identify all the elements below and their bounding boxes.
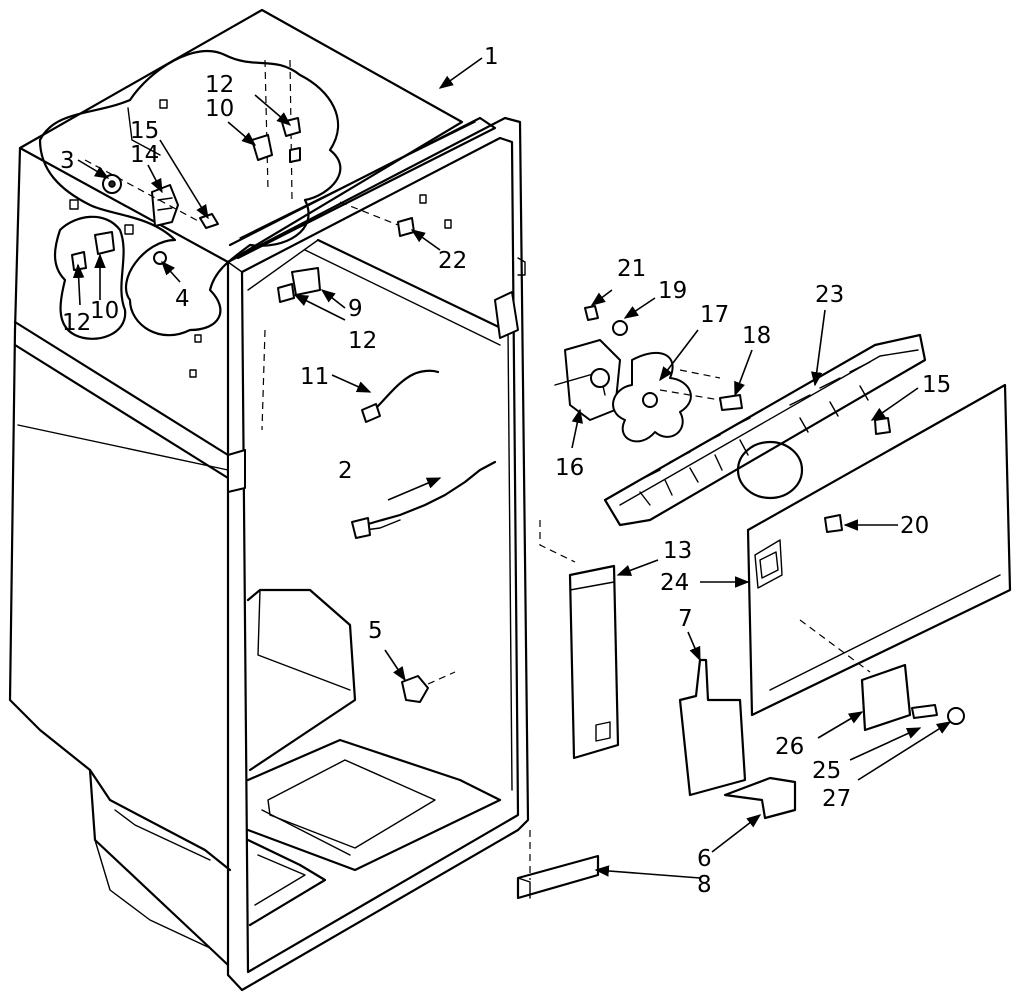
callout-7: 7 [678, 606, 693, 632]
callout-14: 14 [130, 142, 159, 168]
callout-10-left: 10 [90, 298, 119, 324]
cabinet-top-parts [71, 117, 415, 271]
part-12-left-icon [71, 251, 87, 271]
callout-13: 13 [663, 538, 692, 564]
callout-11: 11 [300, 364, 329, 390]
part-14-icon [151, 184, 179, 227]
part-27-icon [947, 707, 965, 725]
callout-25: 25 [812, 758, 841, 784]
fan-motor-assembly [554, 305, 743, 443]
callout-12-inner: 12 [348, 328, 377, 354]
evaporator-cover [746, 383, 1012, 732]
part-26-icon [860, 663, 912, 732]
part-7-icon [678, 658, 747, 797]
callout-20: 20 [900, 513, 929, 539]
part-4-icon [153, 251, 167, 265]
callout-10-top: 10 [205, 96, 234, 122]
callout-4: 4 [175, 286, 190, 312]
callout-24: 24 [660, 570, 689, 596]
callout-15-right: 15 [922, 372, 951, 398]
callout-labels: 1 2 3 4 5 6 7 8 9 10 10 11 12 12 12 13 1… [60, 44, 951, 898]
refrigerator-cabinet [8, 8, 530, 992]
cutaway-outline-top [38, 49, 342, 340]
part-6-icon [723, 776, 797, 820]
callout-27: 27 [822, 786, 851, 812]
part-19-icon [612, 320, 628, 336]
leader-arrows [72, 57, 952, 879]
part-15-icon [199, 213, 219, 229]
callout-2: 2 [338, 458, 353, 484]
callout-15-top: 15 [130, 118, 159, 144]
part-13-icon [568, 564, 620, 760]
callout-8: 8 [697, 872, 712, 898]
part-18-icon [719, 394, 743, 411]
part-9-icon [291, 267, 321, 296]
interior-parts [277, 267, 497, 703]
part-12-inner-icon [277, 283, 295, 303]
callout-5: 5 [368, 618, 383, 644]
callout-26: 26 [775, 734, 804, 760]
part-10-left-icon [94, 231, 115, 255]
part-11-icon [370, 369, 440, 414]
callout-16: 16 [555, 455, 584, 481]
callout-3: 3 [60, 148, 75, 174]
callout-12-left: 12 [62, 310, 91, 336]
part-5-icon [401, 675, 429, 703]
callout-23: 23 [815, 282, 844, 308]
part-15-right-icon [874, 417, 891, 435]
callout-17: 17 [700, 302, 729, 328]
callout-1: 1 [484, 44, 499, 70]
callout-6: 6 [697, 846, 712, 872]
callout-9: 9 [348, 296, 363, 322]
part-24-icon [746, 383, 1012, 717]
part-21-icon [584, 305, 599, 321]
callout-12-top: 12 [205, 72, 234, 98]
callout-19: 19 [658, 278, 687, 304]
part-20-icon [824, 514, 843, 533]
fan-shroud [603, 333, 927, 533]
panels-and-brackets [516, 520, 797, 900]
part-23-icon [603, 333, 927, 527]
part-25-icon [911, 704, 938, 719]
part-10-icon [251, 134, 273, 161]
callout-21: 21 [617, 256, 646, 282]
callout-18: 18 [742, 323, 771, 349]
callout-22: 22 [438, 248, 467, 274]
part-2-icon [353, 460, 497, 530]
part-22-icon [397, 217, 415, 237]
